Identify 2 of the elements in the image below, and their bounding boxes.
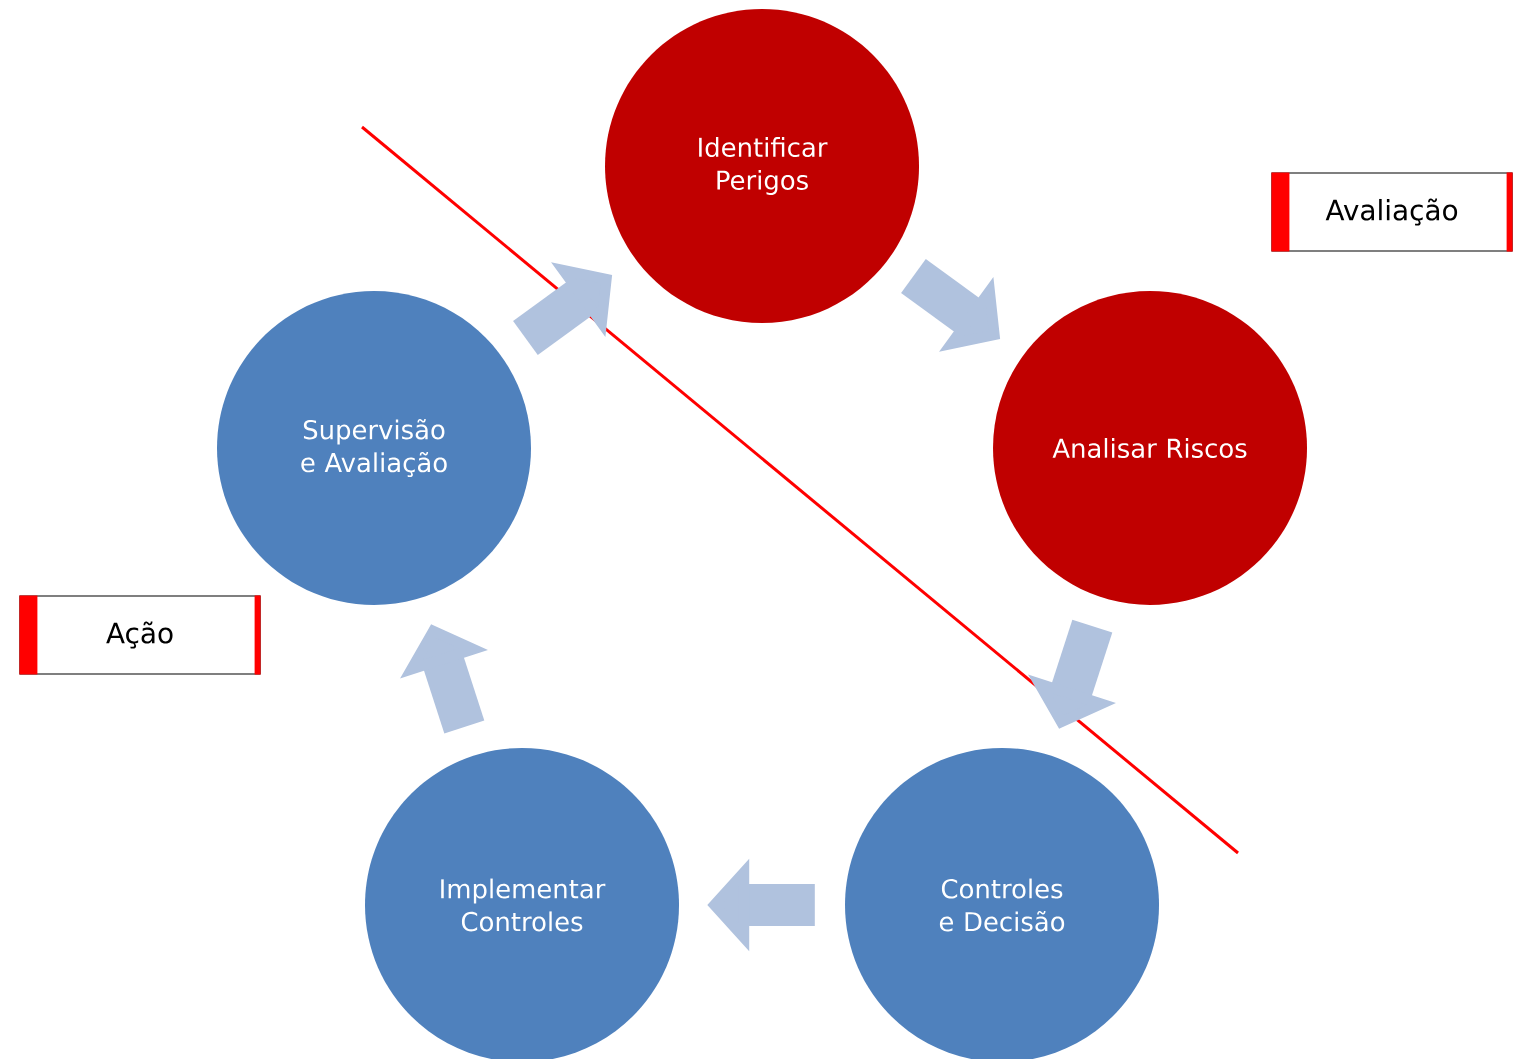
phase-label-box: Avaliação	[1271, 172, 1513, 252]
phase-label-box: Ação	[19, 595, 261, 675]
